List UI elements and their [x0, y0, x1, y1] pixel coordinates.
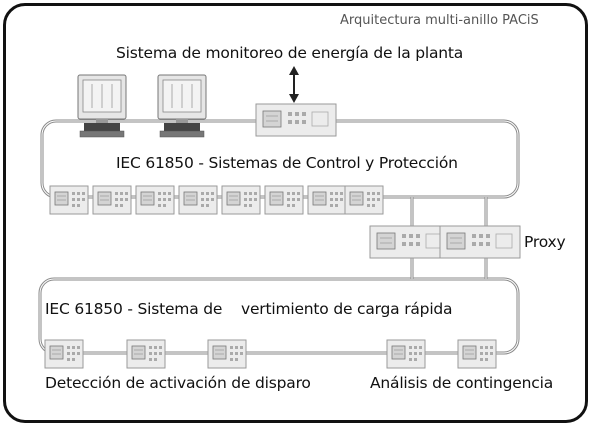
protection-relay: [386, 339, 426, 369]
ring-connector: [410, 197, 488, 279]
protection-relay: [264, 185, 304, 215]
protection-relay: [307, 185, 347, 215]
ring-1-label: IEC 61850 - Sistemas de Control y Protec…: [116, 154, 458, 172]
architecture-diagram: [38, 66, 521, 369]
header-title: Arquitectura multi-anillo PACiS: [340, 13, 539, 28]
trip-detection-label: Detección de activación de disparo: [45, 374, 311, 392]
protection-relay: [178, 185, 218, 215]
protection-relay: [44, 339, 84, 369]
ring-2-label: IEC 61850 - Sistema de: [45, 300, 223, 318]
protection-relay: [207, 339, 247, 369]
workstation-computer-icon: [157, 74, 207, 138]
protection-relay: [49, 185, 89, 215]
protection-relay: [135, 185, 175, 215]
bidirectional-arrow-icon: [289, 66, 299, 103]
proxy-device: [369, 225, 451, 259]
protection-relay: [221, 185, 261, 215]
protection-relay: [344, 185, 384, 215]
protection-relay-row: [49, 185, 384, 215]
contingency-analysis-label: Análisis de contingencia: [370, 374, 553, 392]
ring-2-label-continued: vertimiento de carga rápida: [241, 300, 453, 318]
protection-relay: [457, 339, 497, 369]
workstation-computer-icon: [77, 74, 127, 138]
protection-relay: [126, 339, 166, 369]
proxy-label: Proxy: [524, 233, 566, 251]
gateway-device: [255, 103, 337, 137]
protection-relay: [92, 185, 132, 215]
plant-monitoring-label: Sistema de monitoreo de energía de la pl…: [116, 44, 464, 62]
proxy-device: [439, 225, 521, 259]
